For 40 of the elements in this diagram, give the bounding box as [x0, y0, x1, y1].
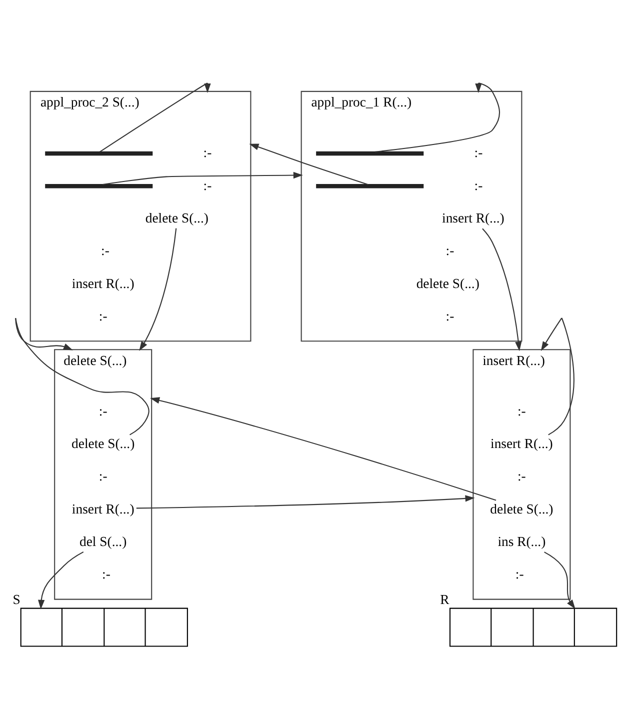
label: :-	[98, 468, 108, 484]
label: :-	[203, 144, 212, 160]
arrow	[139, 228, 177, 350]
node-text: ins R(...)	[498, 533, 546, 548]
node-text: del S(...)	[80, 533, 127, 548]
node-text: insert R(...)	[490, 435, 553, 450]
node-text: insert R(...)	[72, 500, 134, 516]
node-text: insert R(...)	[72, 275, 134, 290]
node-text: insert R(...)	[442, 210, 504, 225]
arrow	[544, 551, 576, 609]
node-bar	[45, 184, 153, 188]
label: :-	[474, 144, 483, 160]
label: :-	[515, 566, 524, 582]
node-bar	[316, 184, 424, 188]
label: :-	[446, 308, 454, 323]
arrow	[150, 396, 496, 500]
label: :-	[203, 177, 212, 192]
arrow	[249, 143, 368, 185]
node-bar	[45, 150, 153, 156]
node-text: delete S(...)	[416, 275, 480, 290]
label: :-	[98, 308, 108, 323]
arrow	[15, 318, 150, 435]
arrow	[136, 494, 475, 508]
node-bar	[316, 150, 424, 156]
arrow	[540, 317, 574, 435]
label: :-	[518, 402, 526, 418]
label: :-	[101, 242, 110, 258]
node-text: delete S(...)	[490, 500, 554, 516]
node-label: R	[440, 591, 450, 606]
node-label: S	[12, 591, 20, 606]
arrow	[38, 550, 84, 609]
label: :-	[446, 242, 454, 258]
node-text: delete S(...)	[72, 435, 135, 450]
arrow	[482, 228, 522, 351]
arrow	[102, 171, 303, 185]
label: :-	[98, 402, 108, 418]
label: :-	[102, 566, 110, 582]
label: :-	[518, 468, 526, 484]
node-text: delete S(...)	[145, 210, 208, 225]
label: :-	[474, 177, 483, 192]
